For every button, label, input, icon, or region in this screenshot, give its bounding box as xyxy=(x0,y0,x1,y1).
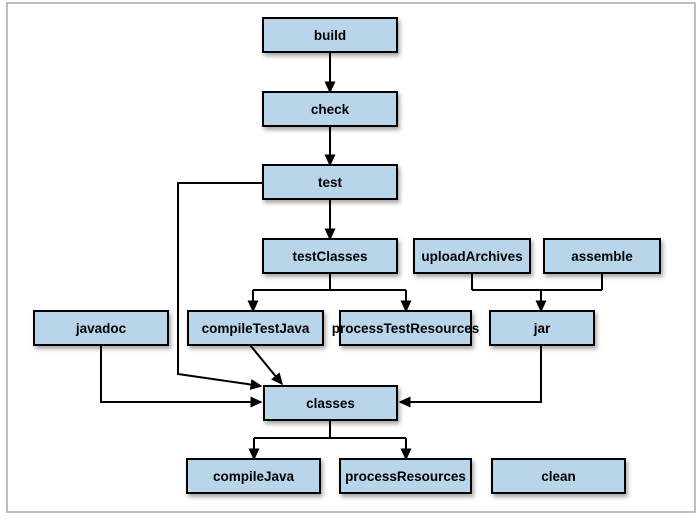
node-label-test: test xyxy=(318,175,343,190)
node-label-testClasses: testClasses xyxy=(292,249,367,264)
node-label-processTestResources: processTestResources xyxy=(332,321,480,336)
node-box-javadoc xyxy=(33,310,169,346)
node-box-test xyxy=(262,164,398,200)
node-box-build xyxy=(262,17,398,53)
node-classes: classes xyxy=(263,385,398,421)
node-uploadArchives: uploadArchives xyxy=(413,238,531,274)
node-box-compileTestJava xyxy=(187,310,324,346)
node-label-build: build xyxy=(314,28,346,43)
node-check: check xyxy=(262,91,398,127)
node-processResources: processResources xyxy=(339,458,472,494)
node-label-assemble: assemble xyxy=(571,249,633,264)
diagram-frame xyxy=(6,2,696,513)
node-processTestResources: processTestResources xyxy=(332,310,480,346)
edge-javadoc-to-classes xyxy=(100,345,263,408)
node-label-uploadArchives: uploadArchives xyxy=(421,249,522,264)
node-testClasses: testClasses xyxy=(262,238,398,274)
edge-compileTestJava-to-classes xyxy=(249,344,283,386)
node-label-clean: clean xyxy=(541,469,576,484)
node-label-compileTestJava: compileTestJava xyxy=(202,321,310,336)
node-box-processResources xyxy=(339,458,472,494)
node-label-processResources: processResources xyxy=(345,469,466,484)
node-javadoc: javadoc xyxy=(33,310,169,346)
node-box-assemble xyxy=(543,238,661,274)
edge-test-to-classes xyxy=(177,182,263,390)
node-compileJava: compileJava xyxy=(186,458,321,494)
node-test: test xyxy=(262,164,398,200)
node-box-uploadArchives xyxy=(413,238,531,274)
node-box-compileJava xyxy=(186,458,321,494)
node-label-javadoc: javadoc xyxy=(75,321,127,336)
node-label-compileJava: compileJava xyxy=(213,469,295,484)
node-build: build xyxy=(262,17,398,53)
node-box-check xyxy=(262,91,398,127)
node-box-testClasses xyxy=(262,238,398,274)
node-assemble: assemble xyxy=(543,238,661,274)
node-box-processTestResources xyxy=(339,310,472,346)
node-compileTestJava: compileTestJava xyxy=(187,310,324,346)
node-label-classes: classes xyxy=(306,396,355,411)
node-label-jar: jar xyxy=(533,321,551,336)
node-box-jar xyxy=(489,310,595,346)
node-jar: jar xyxy=(489,310,595,346)
node-clean: clean xyxy=(491,458,626,494)
edge-jar-to-classes xyxy=(398,345,542,408)
node-label-check: check xyxy=(311,102,350,117)
node-box-clean xyxy=(491,458,626,494)
node-box-classes xyxy=(263,385,398,421)
